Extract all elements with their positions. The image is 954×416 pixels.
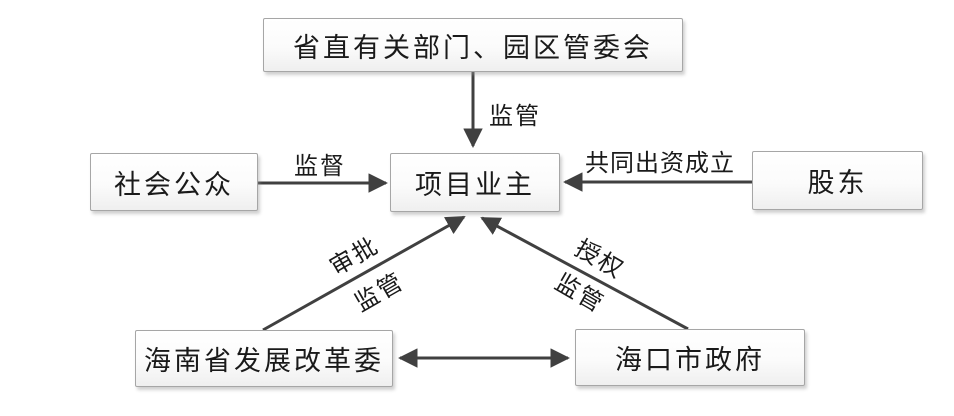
arrow-haikou-to-owner [480,216,689,331]
node-project-owner: 项目业主 [390,153,560,212]
node-haikou-government: 海口市政府 [575,329,805,386]
node-public: 社会公众 [90,153,258,211]
node-provincial-departments: 省直有关部门、园区管委会 [263,18,683,72]
label-joint-funding: 共同出资成立 [585,151,735,177]
arrow-ndrc-to-owner [262,215,466,332]
label-supervise: 监督 [294,154,346,180]
label-regulate-top: 监管 [489,104,541,130]
node-shareholder: 股东 [752,151,923,210]
node-hainan-development-reform-commission: 海南省发展改革委 [135,330,393,387]
